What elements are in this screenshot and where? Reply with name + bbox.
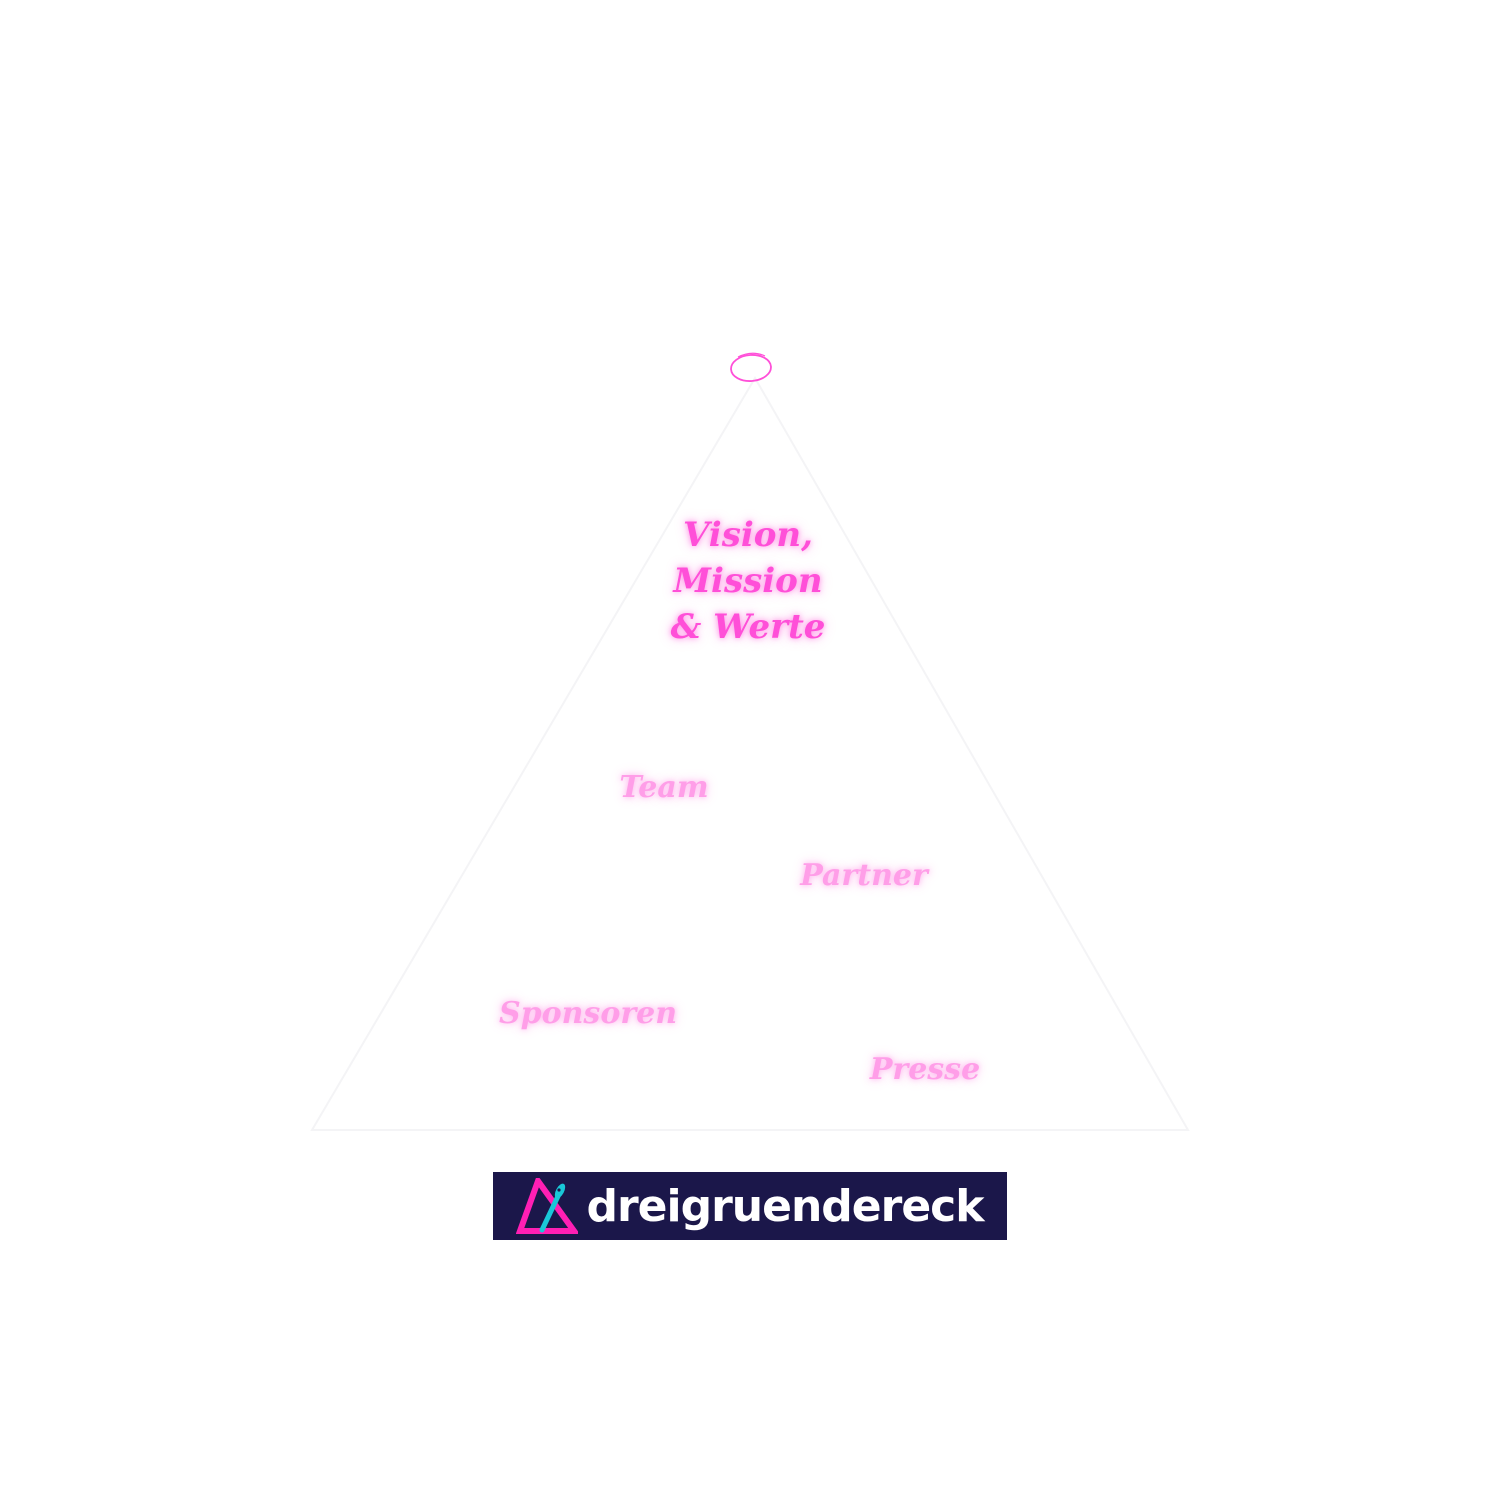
top-line-mission: Mission: [673, 561, 823, 601]
label-partner: Partner: [800, 858, 928, 893]
brand-name: dreigruendereck: [586, 1181, 984, 1232]
brand-logo-bar: dreigruendereck: [493, 1172, 1007, 1240]
pyramid-apex-stroke: [737, 352, 766, 358]
label-presse: Presse: [869, 1052, 981, 1087]
rocket-triangle-icon: [516, 1178, 579, 1234]
pyramid-outline: [310, 376, 1190, 1131]
top-line-werte: & Werte: [670, 607, 826, 647]
label-team: Team: [619, 770, 709, 805]
label-sponsoren: Sponsoren: [498, 996, 678, 1031]
top-line-vision: Vision,: [682, 515, 813, 555]
pyramid-top-label: Vision, Mission & Werte: [671, 512, 826, 650]
pyramid-apex-circle: [730, 354, 772, 382]
